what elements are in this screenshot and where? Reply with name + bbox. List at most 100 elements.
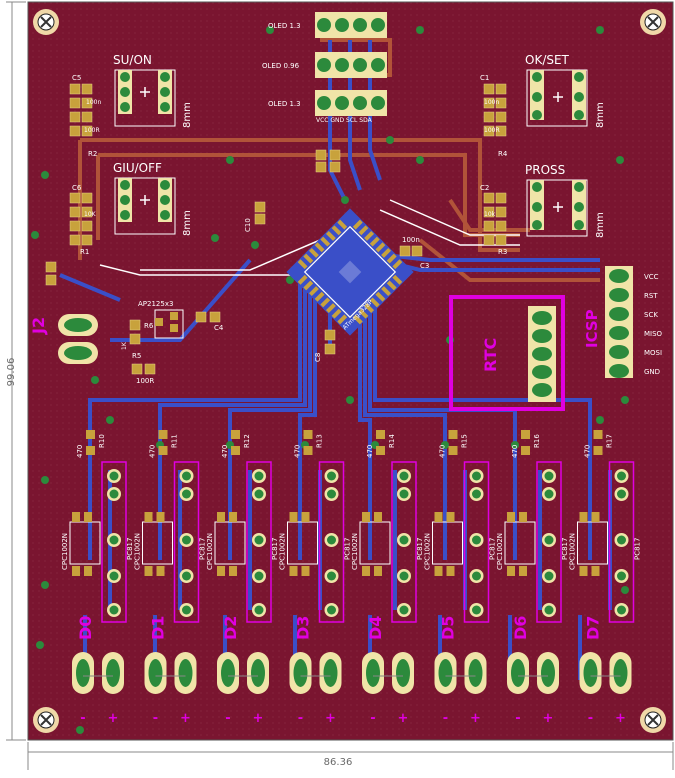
pin-pad <box>182 535 191 545</box>
resistor-value: 470 <box>76 445 84 458</box>
channel-name: D5 <box>439 616 458 640</box>
pin-pad <box>399 571 409 581</box>
oled-header-1 <box>315 12 387 38</box>
terminal-pad <box>511 659 525 687</box>
oled-pin-labels: VCC GND SCL SDA <box>316 117 373 124</box>
fet-pad <box>446 512 455 522</box>
fet-pad <box>289 512 298 522</box>
resistor-pad <box>158 446 168 455</box>
fet-pad <box>84 512 92 522</box>
label-r3: R3 <box>498 248 507 256</box>
terminal-pad <box>366 659 380 687</box>
channel-name: D0 <box>76 616 95 640</box>
fet-label: CPC1002N <box>351 533 359 570</box>
resistor-pad <box>231 430 240 439</box>
resistor-value: 470 <box>221 445 229 458</box>
label-c8: C8 <box>314 353 322 362</box>
pin-pad <box>327 489 336 499</box>
icsp-pin-miso: MISO <box>644 330 663 338</box>
pin-pad <box>472 471 481 481</box>
label-r6: R6 <box>144 322 154 330</box>
fet-pad <box>72 566 80 576</box>
label-c1-value: 100n <box>484 99 499 106</box>
resistor-pad <box>521 430 530 439</box>
pin-pad <box>399 489 409 499</box>
terminal-minus-label: - <box>515 711 520 726</box>
optocoupler-label: PC817 <box>271 538 279 560</box>
switch-size-giu-off: 8mm <box>182 210 193 236</box>
label-c4: C4 <box>214 324 224 332</box>
pin-pad <box>399 471 409 481</box>
resistor-value: 470 <box>366 445 374 458</box>
label-r2: R2 <box>88 150 97 158</box>
optocoupler-label: PC817 <box>489 538 497 560</box>
resistor-label: R10 <box>98 434 106 448</box>
fet-pad <box>84 566 92 576</box>
fet-pad <box>229 566 237 576</box>
label-c5-value: 100n <box>86 99 101 106</box>
terminal-plus-label: + <box>325 711 336 726</box>
terminal-minus-label: - <box>80 711 85 726</box>
label-r4: R4 <box>498 150 508 158</box>
optocoupler-label: PC817 <box>561 538 569 560</box>
channel-name: D6 <box>511 616 530 640</box>
fet-pad <box>144 512 153 522</box>
resistor-pad <box>303 430 313 439</box>
fet-label: CPC1002N <box>206 533 214 570</box>
switch-pross <box>526 179 588 237</box>
fet-label: CPC1002N <box>424 533 432 570</box>
oled-header-2 <box>315 52 387 78</box>
terminal-minus-label: - <box>443 711 448 726</box>
oled-headers <box>315 12 387 116</box>
icsp-pin-mosi: MOSI <box>644 349 662 357</box>
pin-pad <box>109 605 119 615</box>
resistor-pad <box>593 446 603 455</box>
terminal-pad <box>221 659 235 687</box>
terminal-minus-label: - <box>588 711 593 726</box>
terminal-minus-label: - <box>225 711 230 726</box>
label-r1: R1 <box>80 248 89 256</box>
terminal-minus-label: - <box>153 711 158 726</box>
switch-label-su-on: SU/ON <box>113 53 152 67</box>
icsp-label: ICSP <box>583 309 601 348</box>
fet-pad <box>507 512 515 522</box>
rtc-cap-value: 100n <box>402 236 420 244</box>
fet-label: CPC1002N <box>134 533 142 570</box>
pin-pad <box>182 571 191 581</box>
fet-label: CPC1002N <box>61 533 69 570</box>
fet-pad <box>229 512 237 522</box>
pin-pad <box>472 535 481 545</box>
pin-pad <box>544 571 554 581</box>
resistor-value: 470 <box>584 445 592 458</box>
pin-pad <box>617 471 626 481</box>
pin-pad <box>109 535 119 545</box>
label-r2-value: 100R <box>84 127 100 134</box>
resistor-pad <box>158 430 168 439</box>
optocoupler-outline <box>391 461 417 623</box>
mounting-holes <box>33 9 666 733</box>
pin-pad <box>182 471 191 481</box>
switch-label-giu-off: GIU/OFF <box>113 161 162 175</box>
pin-pad <box>182 489 191 499</box>
resistor-pad <box>86 446 95 455</box>
dimension-annotations <box>6 1 674 770</box>
label-r5: R5 <box>132 352 141 360</box>
fet-pad <box>362 512 370 522</box>
optocoupler-label: PC817 <box>126 538 134 560</box>
resistor-pad <box>593 430 603 439</box>
switch-giu-off <box>114 177 176 235</box>
terminal-pad <box>106 659 120 687</box>
channel-name: D4 <box>366 616 385 640</box>
optocoupler-outline <box>536 461 562 623</box>
label-r4-value: 100R <box>484 127 500 134</box>
resistor-label: R15 <box>461 434 469 448</box>
resistor-value: 470 <box>149 445 157 458</box>
switch-label-ok-set: OK/SET <box>525 53 570 67</box>
fet-pad <box>591 566 600 576</box>
optocoupler-outline <box>608 461 635 623</box>
label-r1-value: 10K <box>84 211 97 218</box>
